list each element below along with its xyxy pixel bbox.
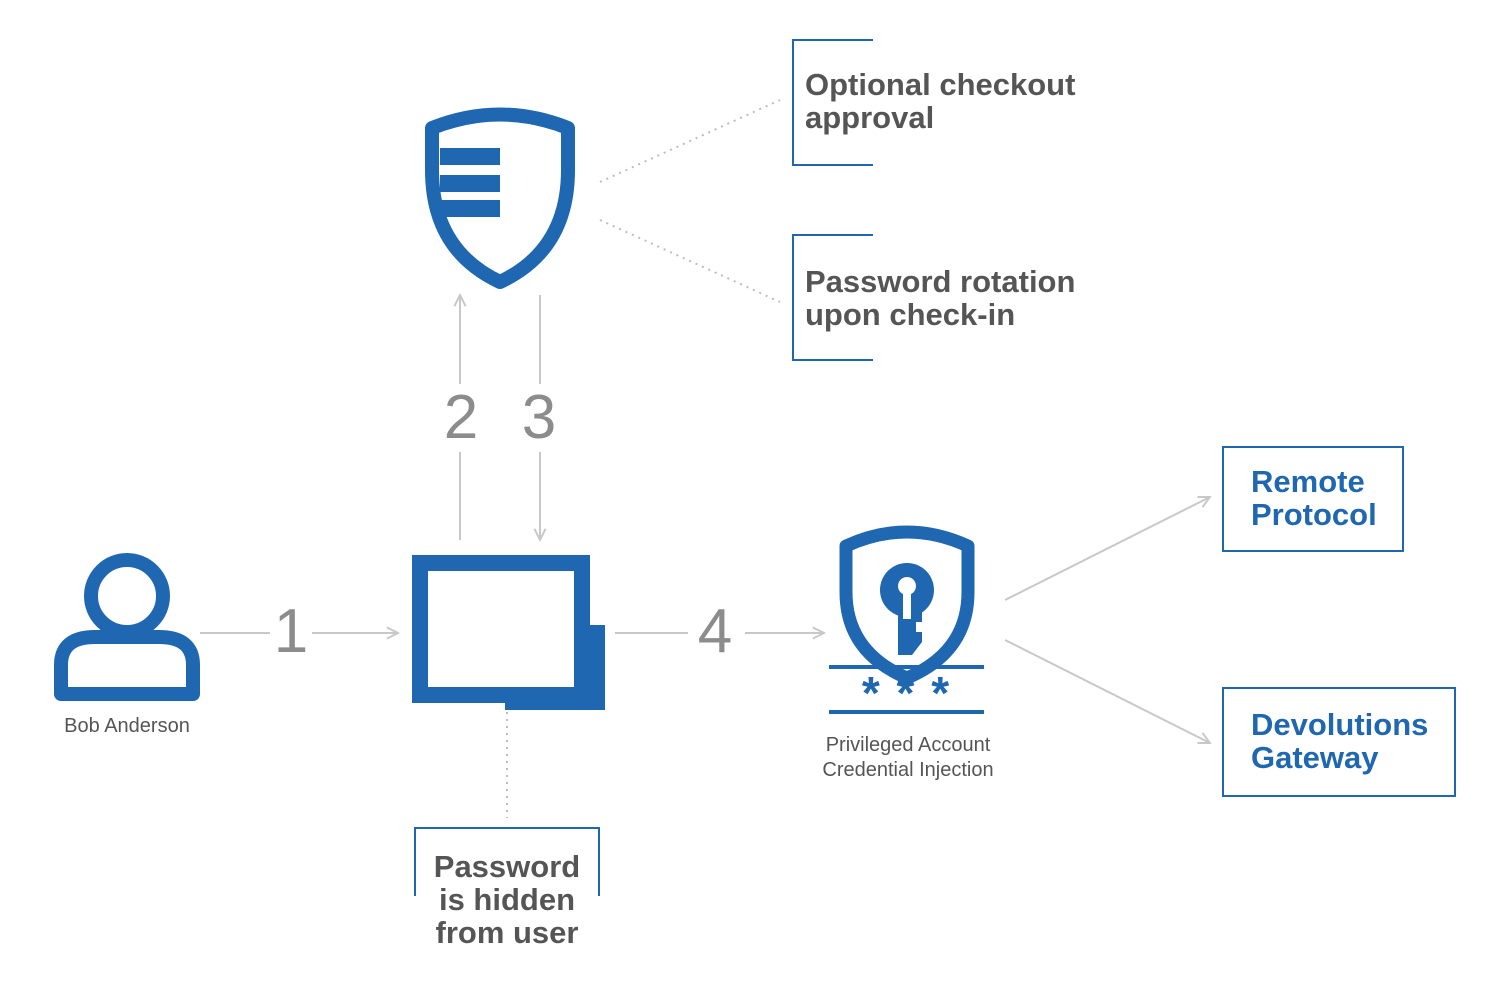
rotation-note-line2: upon check-in bbox=[805, 297, 1016, 332]
arrow-to-gateway bbox=[1004, 639, 1210, 743]
box-remote-protocol bbox=[1222, 446, 1404, 552]
remote-protocol-line1: Remote bbox=[1251, 464, 1365, 499]
user-icon bbox=[54, 553, 200, 701]
devolutions-shield-icon bbox=[425, 107, 575, 289]
application-window-icon bbox=[412, 555, 605, 710]
bracket-checkout bbox=[792, 39, 873, 166]
injection-label-line1: Privileged Account bbox=[825, 734, 991, 756]
arrow-to-remote-protocol bbox=[1004, 497, 1210, 601]
gateway-line1: Devolutions bbox=[1251, 707, 1429, 742]
user-name: Bob Anderson bbox=[64, 715, 190, 737]
gateway-line2: Gateway bbox=[1251, 740, 1379, 775]
remote-protocol-line2: Protocol bbox=[1251, 497, 1377, 532]
leader-rotation bbox=[599, 219, 781, 303]
checkout-note-line2: approval bbox=[805, 100, 935, 135]
connectors bbox=[200, 295, 1210, 743]
dotted-leaders bbox=[506, 99, 781, 818]
hidden-note-line1: Password bbox=[433, 849, 581, 884]
box-gateway bbox=[1222, 687, 1456, 797]
masked-password: * * * bbox=[861, 667, 952, 719]
callout-brackets bbox=[414, 39, 1456, 896]
step-1: 1 bbox=[273, 597, 309, 666]
hidden-note-line2: is hidden bbox=[438, 882, 576, 917]
step-2: 2 bbox=[443, 383, 479, 452]
shield-key-icon bbox=[829, 525, 984, 714]
leader-checkout bbox=[599, 99, 781, 183]
rotation-note-line1: Password rotation bbox=[805, 264, 1076, 299]
bracket-hidden bbox=[414, 827, 600, 896]
step-3: 3 bbox=[521, 383, 557, 452]
injection-label-line2: Credential Injection bbox=[822, 759, 994, 781]
step-4: 4 bbox=[697, 597, 733, 666]
checkout-note-line1: Optional checkout bbox=[805, 67, 1076, 102]
bracket-rotation bbox=[792, 234, 873, 361]
hidden-note-line3: from user bbox=[435, 915, 579, 950]
